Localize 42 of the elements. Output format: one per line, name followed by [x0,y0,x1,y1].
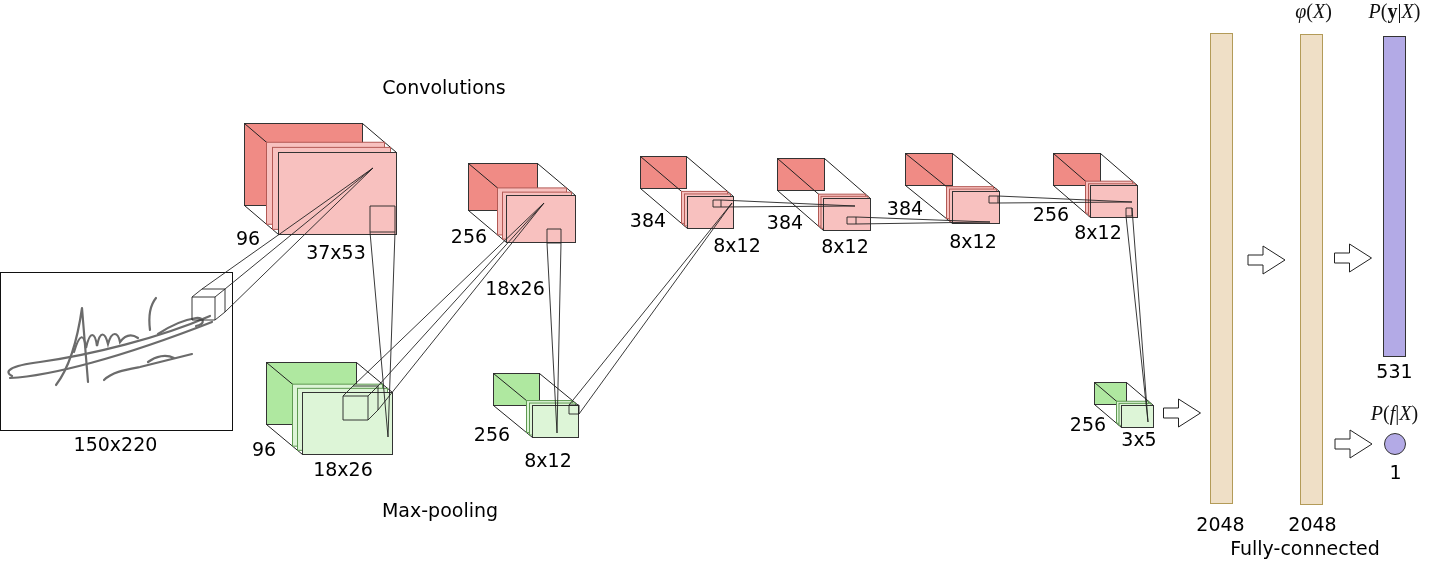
channel-count-label: 96 [251,440,277,459]
receptive-field-lines [342,202,545,421]
map-size-label: 3x5 [1121,430,1157,449]
channel-count-label: 256 [1032,205,1070,224]
formula-label: P(f|X) [1370,402,1419,423]
receptive-field-lines [546,228,562,434]
channel-count-label: 384 [766,213,804,232]
section-label: Convolutions [382,78,506,97]
unit-count-label: 2048 [1196,514,1245,534]
map-size-label: 8x12 [1074,223,1122,242]
receptive-field-lines [712,199,856,208]
receptive-field-lines [846,216,991,225]
block-arrow [1163,398,1201,428]
formula-label: P(y|X) [1368,0,1421,21]
section-label: Fully-connected [1230,539,1380,558]
block-arrow [1334,429,1373,459]
map-size-label: 37x53 [306,243,366,262]
channel-count-label: 384 [629,211,667,230]
unit-count-label: 2048 [1288,514,1337,534]
receptive-field-lines [988,195,1133,204]
channel-count-label: 256 [450,227,488,246]
formula-label: φ(X) [1295,0,1332,21]
receptive-field-lines [369,205,396,438]
block-arrow [1334,243,1372,273]
map-size-label: 18x26 [313,460,373,479]
map-size-label: 18x26 [485,279,545,298]
map-size-label: 8x12 [524,451,572,470]
unit-count-label: 531 [1376,361,1413,381]
channel-count-label: 256 [473,425,511,444]
map-size-label: 8x12 [949,232,997,251]
section-label: Max-pooling [381,501,499,520]
map-size-label: 8x12 [821,237,869,256]
channel-count-label: 96 [235,229,261,248]
map-size-label: 8x12 [713,236,761,255]
image-size-label: 150x220 [73,434,158,454]
receptive-field-lines [1125,207,1149,423]
channel-count-label: 256 [1069,415,1107,434]
channel-count-label: 384 [886,199,924,218]
unit-count-label: 1 [1389,462,1402,482]
block-arrow [1247,245,1286,275]
receptive-field-lines [191,167,374,321]
receptive-field-lines [568,202,733,415]
